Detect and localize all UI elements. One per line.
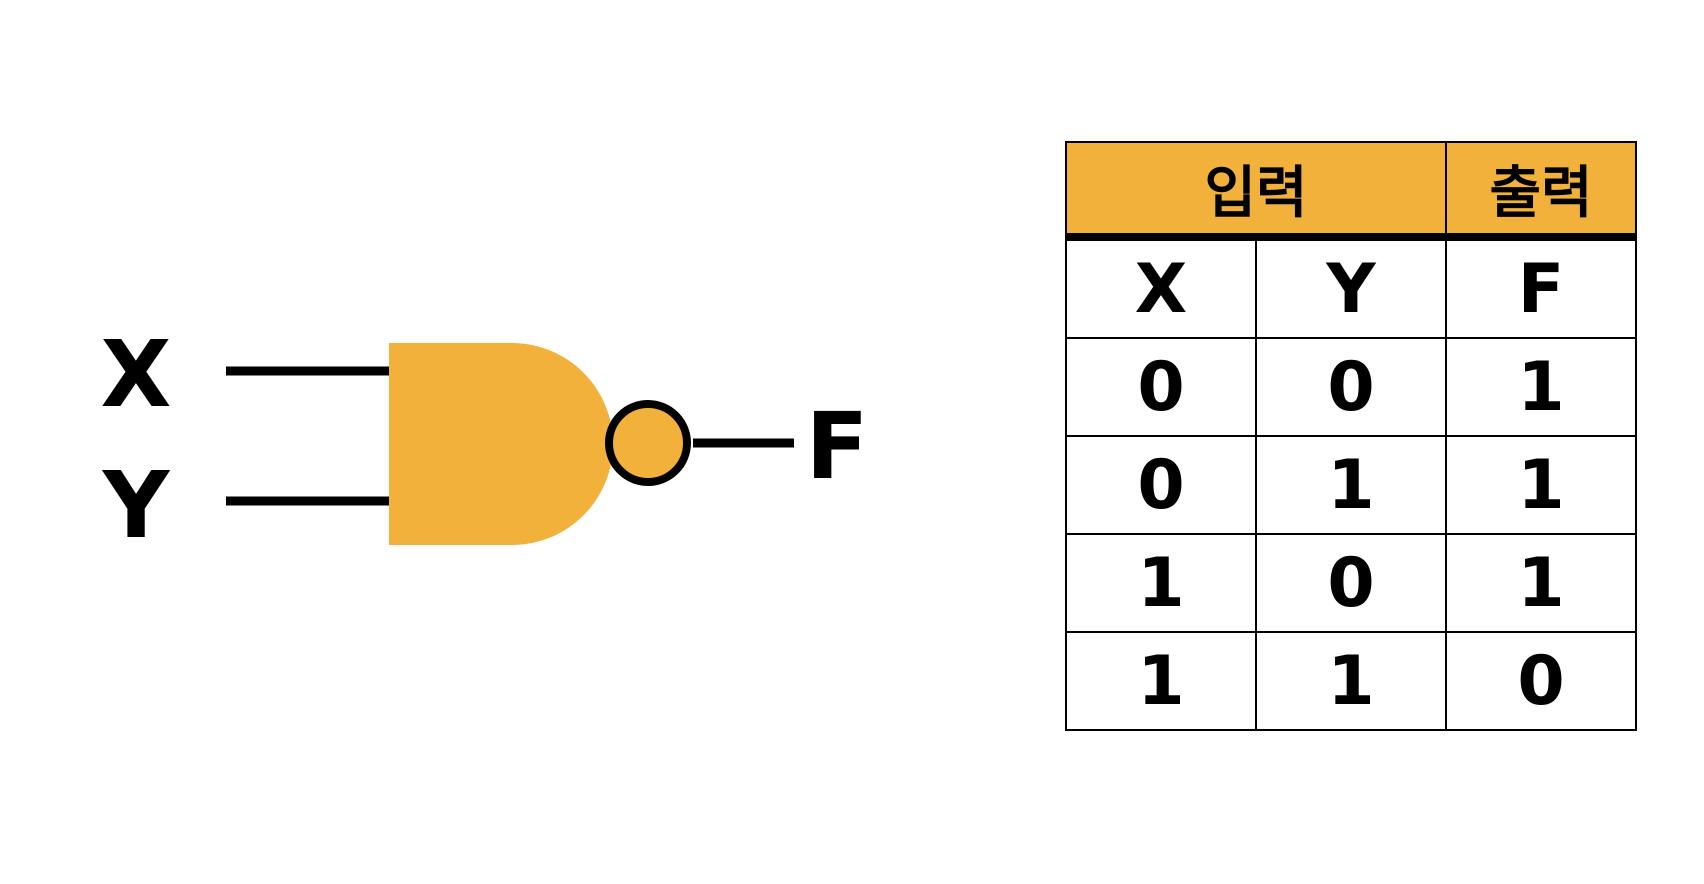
cell-y: 1 <box>1255 435 1447 535</box>
cell-y: 0 <box>1255 337 1447 437</box>
cell-f: 1 <box>1445 435 1637 535</box>
cell-x: 0 <box>1065 337 1257 437</box>
cell-f: 1 <box>1445 337 1637 437</box>
column-header-x: X <box>1065 236 1257 339</box>
table-row: 1 0 1 <box>1065 533 1637 633</box>
column-header-row: X Y F <box>1065 236 1637 339</box>
column-header-y: Y <box>1255 236 1447 339</box>
group-header-row: 입력 출력 <box>1065 141 1637 241</box>
cell-x: 0 <box>1065 435 1257 535</box>
table-row: 1 1 0 <box>1065 631 1637 731</box>
output-label-f: F <box>806 393 869 500</box>
truth-table: 입력 출력 X Y F 0 0 1 0 1 1 1 0 1 1 1 0 <box>1065 141 1637 731</box>
input-label-y: Y <box>102 452 171 559</box>
column-header-f: F <box>1445 236 1637 339</box>
input-label-x: X <box>101 321 172 428</box>
inversion-bubble <box>605 400 691 486</box>
cell-y: 0 <box>1255 533 1447 633</box>
cell-f: 0 <box>1445 631 1637 731</box>
cell-f: 1 <box>1445 533 1637 633</box>
cell-y: 1 <box>1255 631 1447 731</box>
table-row: 0 1 1 <box>1065 435 1637 535</box>
cell-x: 1 <box>1065 631 1257 731</box>
output-group-header: 출력 <box>1445 141 1637 241</box>
cell-x: 1 <box>1065 533 1257 633</box>
input-group-header: 입력 <box>1065 141 1447 241</box>
and-gate-body <box>389 343 613 545</box>
table-row: 0 0 1 <box>1065 337 1637 437</box>
